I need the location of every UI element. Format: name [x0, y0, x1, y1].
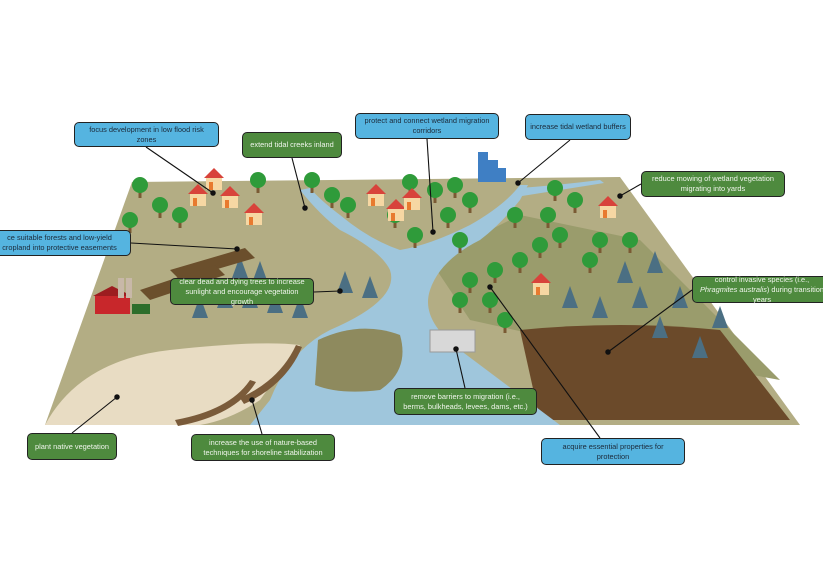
label-easements: ce suitable forests and low-yield cropla… — [0, 230, 131, 256]
tree — [452, 232, 468, 253]
conifer-tree — [562, 286, 578, 308]
tree — [507, 207, 523, 228]
conifer-tree — [192, 296, 208, 318]
house — [204, 168, 224, 190]
label-protect-corridors: protect and connect wetland migration co… — [355, 113, 499, 139]
house — [402, 188, 422, 210]
leader-line — [249, 397, 263, 435]
conifer-tree — [252, 261, 268, 283]
tree — [172, 207, 188, 228]
tree — [462, 192, 478, 213]
house — [366, 184, 386, 206]
houses — [188, 168, 618, 295]
beach — [45, 343, 300, 425]
tree — [440, 207, 456, 228]
leader-line — [313, 288, 343, 294]
label-remove-barriers: remove barriers to migration (i.e., berm… — [394, 388, 537, 415]
conifer-tree — [652, 316, 668, 338]
tree — [462, 272, 478, 293]
leader-line — [453, 346, 466, 389]
label-acquire-properties: acquire essential properties for protect… — [541, 438, 685, 465]
tree — [482, 292, 498, 313]
conifer-tree — [337, 271, 353, 293]
tree — [622, 232, 638, 253]
house — [386, 199, 406, 221]
tree — [407, 227, 423, 248]
tree — [497, 312, 513, 333]
leader-line — [515, 139, 571, 186]
marsh-area — [520, 325, 790, 420]
label-extend-tidal-creeks: extend tidal creeks inland — [242, 132, 342, 158]
tree — [132, 177, 148, 198]
tree — [122, 212, 138, 233]
city-buildings — [478, 152, 506, 182]
tree — [340, 197, 356, 218]
leader-lines — [71, 138, 693, 439]
tree — [152, 197, 168, 218]
conifer-tree — [292, 296, 308, 318]
tree — [532, 237, 548, 258]
conifer-tree — [712, 306, 728, 328]
conifer-tree — [592, 296, 608, 318]
conifer-tree — [632, 286, 648, 308]
label-plant-native: plant native vegetation — [27, 433, 117, 460]
tree — [567, 192, 583, 213]
invasive-species-name: Phragmites australis — [699, 284, 767, 294]
leader-line — [291, 157, 308, 211]
house — [244, 203, 264, 225]
tree — [592, 232, 608, 253]
conifer-tree — [647, 251, 663, 273]
label-control-invasive: control invasive species (i.e., Phragmit… — [692, 274, 823, 304]
tree — [552, 227, 568, 248]
conifer-tree — [362, 276, 378, 298]
label-increase-buffers: increase tidal wetland buffers — [525, 114, 631, 140]
label-nature-based: increase the use of nature-based techniq… — [191, 434, 335, 461]
tree — [324, 187, 340, 208]
tree — [487, 262, 503, 283]
bulkhead-barrier — [429, 329, 476, 353]
house — [188, 184, 208, 206]
tree — [452, 292, 468, 313]
tree — [547, 180, 563, 201]
tree — [304, 172, 320, 193]
tree — [447, 177, 463, 198]
tree — [512, 252, 528, 273]
leader-line — [426, 138, 436, 235]
house — [220, 186, 240, 208]
invasive-text-pre: control invasive species (i.e., — [714, 274, 810, 284]
label-reduce-mowing: reduce mowing of wetland vegetation migr… — [641, 171, 785, 197]
shoreline-rocks — [175, 345, 302, 426]
leader-line — [130, 242, 240, 252]
tree — [540, 207, 556, 228]
conifer-tree — [617, 261, 633, 283]
island — [315, 328, 403, 392]
leader-line — [487, 284, 601, 439]
leader-line — [145, 146, 216, 196]
leader-line — [617, 183, 642, 199]
conifer-tree — [672, 286, 688, 308]
tree — [582, 252, 598, 273]
leader-line — [71, 394, 120, 434]
label-clear-dead-trees: clear dead and dying trees to increase s… — [170, 277, 314, 306]
conifer-tree — [692, 336, 708, 358]
label-focus-development: focus development in low flood risk zone… — [74, 122, 219, 147]
invasive-text-post: ) during transition years — [752, 284, 823, 304]
conifer-tree — [232, 256, 248, 278]
house — [598, 196, 618, 218]
house — [531, 273, 551, 295]
tree — [250, 172, 266, 193]
leader-line — [605, 289, 693, 355]
